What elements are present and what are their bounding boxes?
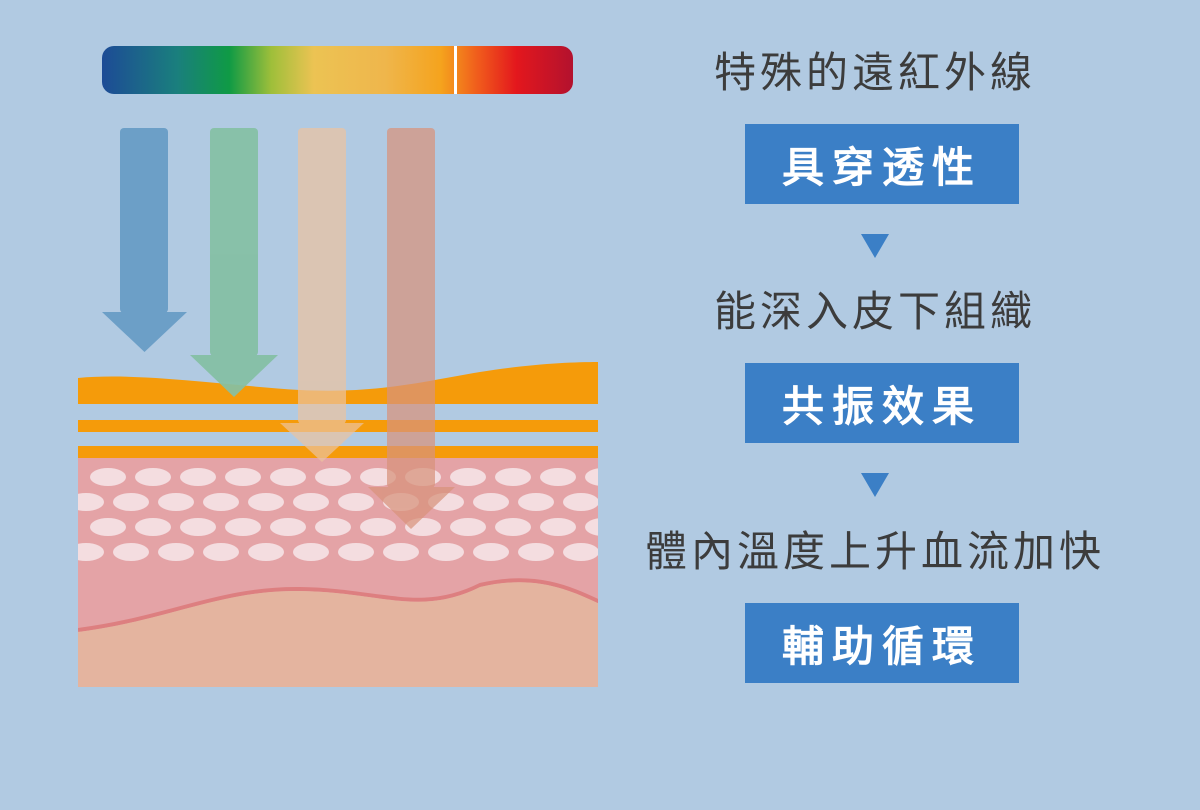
spectrum-bar <box>102 46 573 94</box>
cell <box>563 493 598 511</box>
heading-deep-subcutaneous: 能深入皮下組織 <box>713 287 1036 336</box>
cell <box>180 468 216 486</box>
down-arrow-icon <box>280 128 364 462</box>
cell <box>473 493 509 511</box>
cell <box>180 518 216 536</box>
dermis-boundary-line <box>78 578 598 632</box>
cell <box>135 518 171 536</box>
spectrum-divider <box>454 46 457 94</box>
cell <box>338 493 374 511</box>
down-triangle-icon <box>861 234 889 258</box>
cell <box>203 493 239 511</box>
label-box-penetration: 具穿透性 <box>745 124 1019 204</box>
label-box-resonance: 共振效果 <box>745 363 1019 443</box>
cell <box>270 468 306 486</box>
cell <box>360 518 396 536</box>
cell <box>540 518 576 536</box>
cell <box>113 543 149 561</box>
cell <box>518 493 554 511</box>
cell <box>293 543 329 561</box>
cell <box>338 543 374 561</box>
cell <box>135 468 171 486</box>
cell <box>248 543 284 561</box>
cell <box>158 543 194 561</box>
cell <box>428 543 464 561</box>
down-triangle-icon <box>861 473 889 497</box>
cell <box>90 468 126 486</box>
cell <box>315 468 351 486</box>
cell <box>585 468 598 486</box>
cell <box>585 518 598 536</box>
cell <box>158 493 194 511</box>
subcutaneous-layer <box>78 582 598 687</box>
cell <box>540 468 576 486</box>
cell <box>315 518 351 536</box>
cell <box>450 518 486 536</box>
cell <box>473 543 509 561</box>
cell <box>78 493 104 511</box>
cell <box>495 468 531 486</box>
epidermis-band-lower <box>78 446 598 458</box>
cell <box>78 543 104 561</box>
heading-body-temperature: 體內溫度上升血流加快 <box>644 527 1105 576</box>
cell <box>495 518 531 536</box>
cell <box>225 518 261 536</box>
cell <box>270 518 306 536</box>
cell <box>248 493 284 511</box>
heading-far-infrared: 特殊的遠紅外線 <box>713 48 1036 97</box>
cell <box>563 543 598 561</box>
cell <box>90 518 126 536</box>
cell <box>225 468 261 486</box>
epidermis-top-wave <box>78 362 598 404</box>
cell <box>293 493 329 511</box>
cell <box>113 493 149 511</box>
cell <box>383 543 419 561</box>
cell <box>518 543 554 561</box>
down-arrow-icon <box>102 128 187 352</box>
cell <box>203 543 239 561</box>
label-box-circulation: 輔助循環 <box>745 603 1019 683</box>
down-arrow-icon <box>368 128 455 529</box>
down-arrow-icon <box>190 128 278 397</box>
cell <box>450 468 486 486</box>
